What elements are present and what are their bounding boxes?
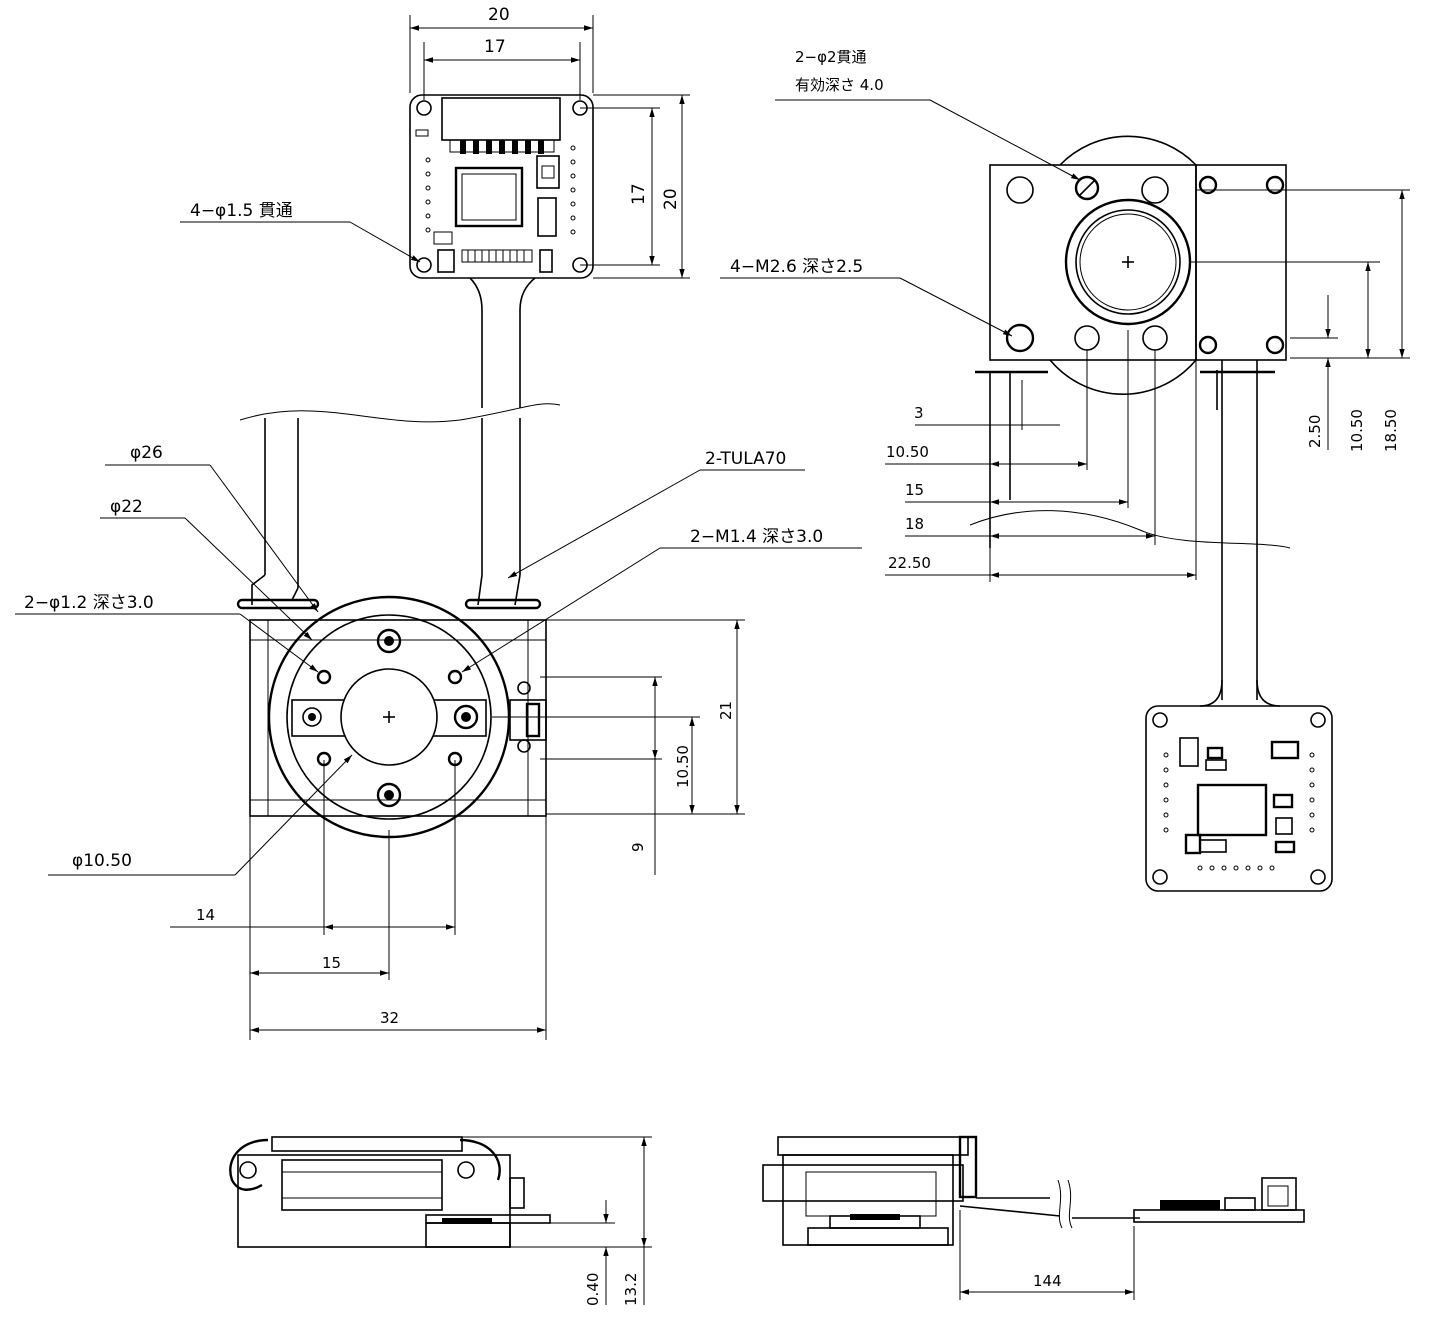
bottom-right-pcb — [1145, 679, 1333, 892]
top-board-dimensions — [180, 15, 690, 279]
ring-phi22 — [286, 614, 492, 820]
side-dimensions — [720, 99, 1410, 582]
dim-front-21: 21 — [717, 701, 735, 720]
callout-phi2-line1: 2−φ2貫通 — [795, 48, 867, 66]
dim-side-15: 15 — [905, 481, 924, 499]
front-dimensions — [15, 464, 862, 1040]
callout-m26: 4−M2.6 深さ2.5 — [730, 257, 863, 277]
front-view — [236, 418, 547, 839]
dim-side-2250: 22.50 — [888, 554, 931, 572]
callout-hole-15: 4−φ1.5 貫通 — [190, 201, 293, 221]
callout-phi22: φ22 — [110, 497, 143, 517]
callout-phi1050: φ10.50 — [72, 851, 132, 871]
connector — [441, 97, 561, 141]
dim-side-3: 3 — [914, 404, 924, 422]
dim-front-9: 9 — [629, 842, 647, 852]
dim-front-1050: 10.50 — [674, 745, 692, 788]
dim-top-height-20: 20 — [661, 188, 681, 210]
dim-side-1050-vertical: 10.50 — [1348, 409, 1366, 452]
dim-front-14: 14 — [196, 906, 215, 924]
bottom-left-dimensions — [462, 1136, 652, 1305]
dim-top-width-20: 20 — [488, 5, 510, 25]
side-view — [969, 135, 1291, 700]
dim-side-1850: 18.50 — [1382, 409, 1400, 452]
dim-bottom-132: 13.2 — [622, 1273, 640, 1306]
main-chip — [454, 166, 524, 228]
callout-phi2-line2: 有効深さ 4.0 — [795, 76, 884, 94]
bottom-right-view — [762, 1135, 1305, 1246]
break-line — [239, 403, 561, 423]
dim-side-1050: 10.50 — [886, 443, 929, 461]
callout-m14: 2−M1.4 深さ3.0 — [690, 527, 823, 547]
callout-holes-phi12: 2−φ1.2 深さ3.0 — [24, 593, 154, 613]
dim-top-height-17: 17 — [629, 183, 649, 205]
top-pcb-view — [409, 94, 594, 408]
bottom-left-view — [229, 1136, 551, 1248]
dim-side-250: 2.50 — [1306, 415, 1324, 448]
dim-side-18: 18 — [905, 515, 924, 533]
dim-bottom-040: 0.40 — [584, 1273, 602, 1306]
dim-front-32: 32 — [380, 1009, 399, 1027]
callout-tula: 2-TULA70 — [705, 449, 786, 469]
dim-top-width-17: 17 — [484, 37, 506, 57]
bottom-right-dimensions — [959, 1210, 1135, 1300]
dim-bottom-144: 144 — [1033, 1272, 1062, 1290]
callout-phi26: φ26 — [130, 443, 163, 463]
pcb-outline — [409, 94, 594, 279]
dim-front-15: 15 — [322, 954, 341, 972]
